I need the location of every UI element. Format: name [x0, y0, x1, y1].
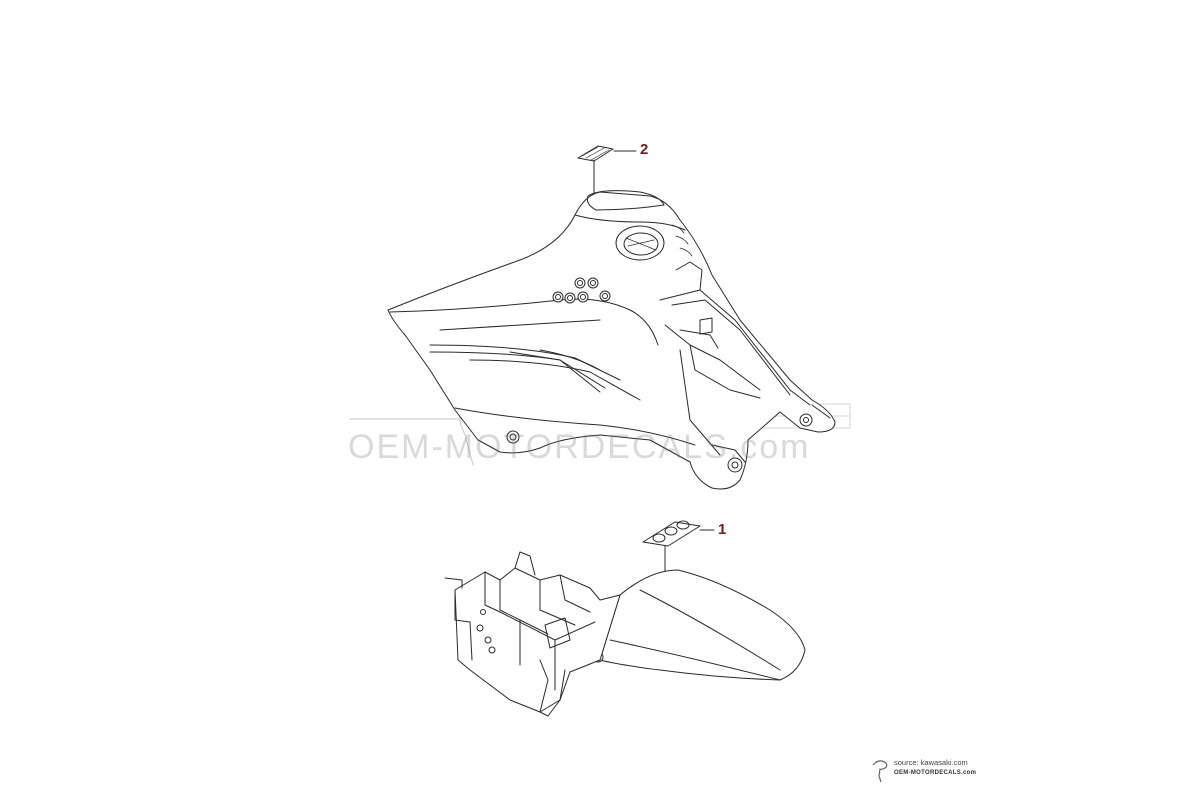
rear-fender-part[interactable]	[444, 551, 806, 717]
tail-cowl-part[interactable]	[387, 190, 836, 490]
bird-logo-icon	[872, 760, 888, 783]
decal-1[interactable]	[642, 520, 701, 547]
watermark-text: OEM-MOTORDECALS.com	[348, 428, 811, 466]
source-site: OEM-MOTORDECALS.com	[894, 770, 977, 776]
source-text: source: kawasaki.com	[894, 758, 968, 767]
callout-number-2: 2	[640, 141, 649, 158]
decal-2[interactable]	[577, 145, 614, 162]
grommet-holes	[506, 277, 611, 444]
callout-number-1: 1	[718, 521, 727, 538]
callout-leader-2	[593, 150, 637, 197]
source-credit: source: kawasaki.com OEM-MOTORDECALS.com	[894, 758, 976, 778]
